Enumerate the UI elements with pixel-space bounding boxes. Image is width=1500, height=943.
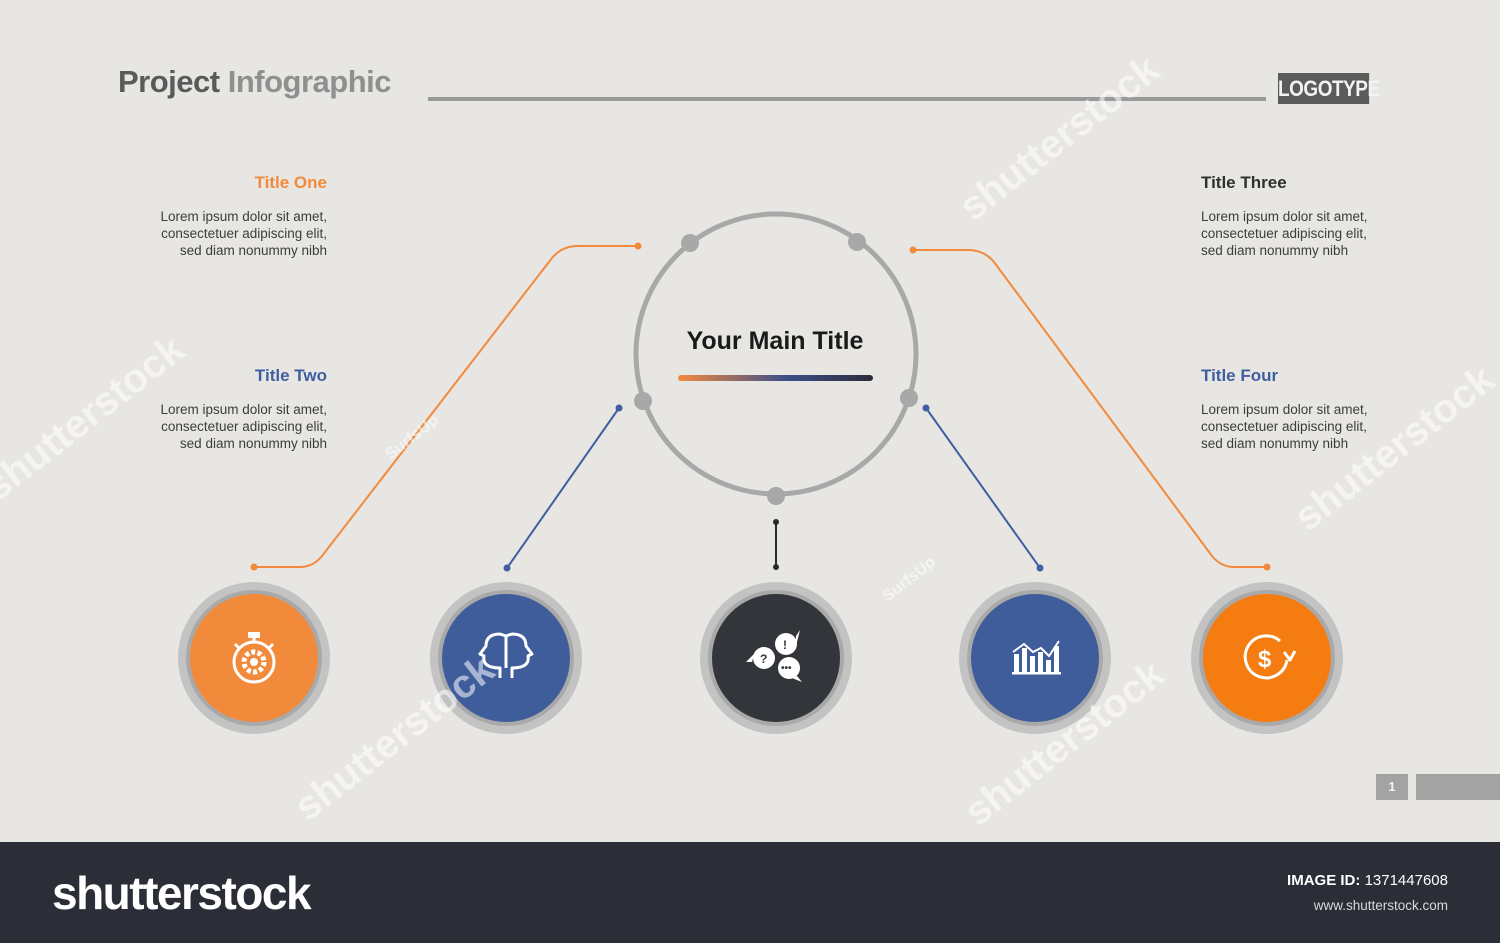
svg-text:$: $ bbox=[1258, 646, 1272, 673]
page-title: Project Infographic bbox=[118, 64, 392, 100]
stopwatch-gear-icon bbox=[232, 632, 276, 684]
page-bar bbox=[1416, 774, 1500, 800]
ring-knob bbox=[634, 392, 652, 410]
section-body-one: Lorem ipsum dolor sit amet, consectetuer… bbox=[160, 209, 327, 258]
connector-dot bbox=[773, 564, 779, 570]
ring-knob bbox=[767, 487, 785, 505]
brand-logo: shutterstock bbox=[52, 867, 312, 919]
slide: Project Infographic LOGOTYPE bbox=[0, 46, 1500, 835]
title-word-infographic: Infographic bbox=[227, 64, 392, 99]
connector-dot bbox=[773, 519, 779, 525]
site-url: www.shutterstock.com bbox=[1313, 898, 1448, 913]
connector-dot bbox=[503, 564, 511, 572]
section-title-four: Title Four bbox=[1201, 366, 1279, 385]
node-bubbles: ? ! ••• bbox=[700, 582, 852, 734]
ring-knob bbox=[681, 234, 699, 252]
section-title-three: Title Three bbox=[1201, 173, 1287, 192]
speech-bubbles-icon: ? ! ••• bbox=[746, 630, 802, 682]
diagram: ? ! ••• bbox=[178, 211, 1343, 734]
title-word-project: Project bbox=[118, 64, 220, 99]
ring-knob bbox=[900, 389, 918, 407]
connector-title-three bbox=[913, 249, 1267, 568]
title-underline bbox=[678, 375, 873, 381]
connector-title-one bbox=[254, 245, 638, 568]
logo: LOGOTYPE bbox=[1278, 73, 1380, 104]
image-id-label: IMAGE ID: bbox=[1287, 872, 1361, 889]
connector-dot bbox=[250, 563, 258, 571]
section-body-three: Lorem ipsum dolor sit amet, consectetuer… bbox=[1201, 209, 1368, 258]
svg-text:!: ! bbox=[783, 638, 787, 652]
connector-dot bbox=[634, 242, 642, 250]
main-title: Your Main Title bbox=[686, 327, 864, 355]
node-chart bbox=[959, 582, 1111, 734]
node-dollar: $ bbox=[1191, 582, 1343, 734]
two-heads-icon bbox=[478, 632, 534, 678]
connector-dot bbox=[615, 404, 623, 412]
connector-dot bbox=[909, 246, 917, 254]
connector-dot bbox=[1263, 563, 1271, 571]
section-title-two: Title Two bbox=[254, 366, 327, 385]
connector-title-four bbox=[925, 407, 1041, 569]
section-body-four: Lorem ipsum dolor sit amet, consectetuer… bbox=[1201, 402, 1368, 451]
section-body-two: Lorem ipsum dolor sit amet, consectetuer… bbox=[160, 402, 327, 451]
svg-text:?: ? bbox=[760, 652, 767, 666]
connector-title-two bbox=[506, 407, 620, 569]
dollar-refresh-icon: $ bbox=[1243, 634, 1297, 680]
connector-dot bbox=[922, 404, 930, 412]
svg-text:•••: ••• bbox=[781, 663, 792, 674]
image-id: IMAGE ID: 1371447608 bbox=[1180, 872, 1448, 889]
header-rule bbox=[428, 97, 1266, 101]
footer-bar bbox=[0, 842, 1500, 943]
ring-knob bbox=[848, 233, 866, 251]
section-title-one: Title One bbox=[254, 173, 327, 192]
connector-dot bbox=[1036, 564, 1044, 572]
node-stopwatch bbox=[178, 582, 330, 734]
image-id-value: 1371447608 bbox=[1364, 872, 1448, 889]
node-heads bbox=[430, 582, 582, 734]
bar-chart-trend-icon bbox=[1012, 640, 1061, 675]
page-number: 1 bbox=[1376, 774, 1408, 800]
